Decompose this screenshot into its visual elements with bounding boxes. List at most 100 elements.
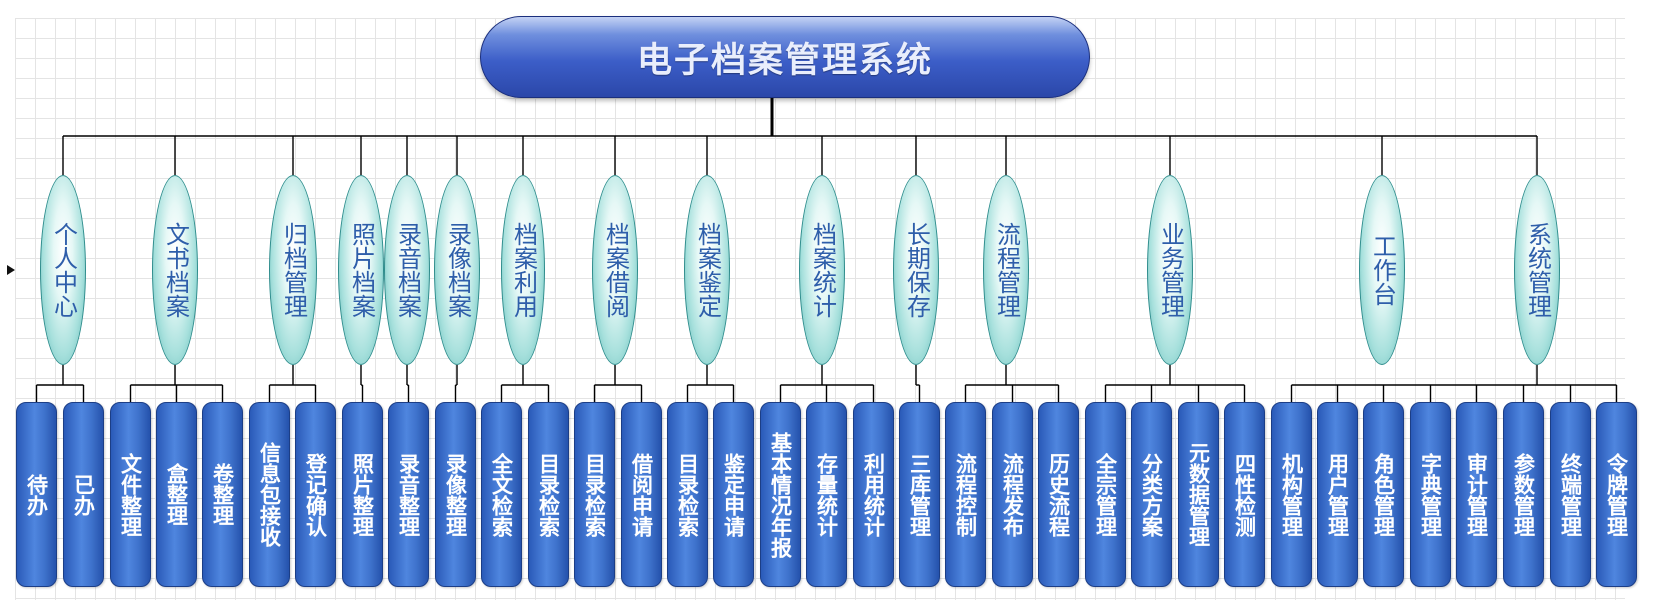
leaf-node: 令牌管理 bbox=[1596, 402, 1637, 587]
leaf-label: 卷整理 bbox=[210, 463, 235, 526]
leaf-label: 历史流程 bbox=[1046, 452, 1071, 537]
category-label: 档案统计 bbox=[808, 222, 837, 318]
category-label: 照片档案 bbox=[347, 222, 376, 318]
category-label: 录音档案 bbox=[393, 222, 422, 318]
leaf-label: 目录检索 bbox=[582, 452, 607, 537]
leaf-label: 角色管理 bbox=[1371, 452, 1396, 537]
leaf-node: 盒整理 bbox=[156, 402, 197, 587]
leaf-label: 审计管理 bbox=[1464, 452, 1489, 537]
leaf-node: 元数据管理 bbox=[1178, 402, 1219, 587]
leaf-label: 全宗管理 bbox=[1093, 452, 1118, 537]
category-label: 文书档案 bbox=[161, 222, 190, 318]
leaf-label: 已办 bbox=[71, 473, 96, 516]
leaf-node: 全宗管理 bbox=[1085, 402, 1126, 587]
leaf-label: 利用统计 bbox=[861, 452, 886, 537]
leaf-node: 机构管理 bbox=[1271, 402, 1312, 587]
category-node: 流程管理 bbox=[983, 175, 1029, 365]
left-arrow-marker bbox=[7, 265, 15, 275]
category-label: 档案鉴定 bbox=[693, 222, 722, 318]
category-node: 录音档案 bbox=[384, 175, 430, 365]
leaf-label: 全文检索 bbox=[489, 452, 514, 537]
leaf-node: 录像整理 bbox=[435, 402, 476, 587]
leaf-label: 四性检测 bbox=[1232, 452, 1257, 537]
leaf-label: 令牌管理 bbox=[1604, 452, 1629, 537]
leaf-node: 鉴定申请 bbox=[713, 402, 754, 587]
leaf-node: 字典管理 bbox=[1410, 402, 1451, 587]
leaf-label: 文件整理 bbox=[118, 452, 143, 537]
leaf-label: 录音整理 bbox=[396, 452, 421, 537]
leaf-node: 历史流程 bbox=[1038, 402, 1079, 587]
leaf-label: 登记确认 bbox=[303, 452, 328, 537]
leaf-node: 终端管理 bbox=[1550, 402, 1591, 587]
category-label: 工作台 bbox=[1368, 234, 1397, 306]
category-node: 照片档案 bbox=[338, 175, 384, 365]
category-label: 流程管理 bbox=[992, 222, 1021, 318]
leaf-label: 流程控制 bbox=[953, 452, 978, 537]
leaf-node: 目录检索 bbox=[528, 402, 569, 587]
leaf-node: 卷整理 bbox=[202, 402, 243, 587]
leaf-node: 分类方案 bbox=[1131, 402, 1172, 587]
leaf-node: 三库管理 bbox=[899, 402, 940, 587]
category-node: 档案借阅 bbox=[592, 175, 638, 365]
category-node: 个人中心 bbox=[40, 175, 86, 365]
leaf-label: 待办 bbox=[24, 473, 49, 516]
leaf-label: 基本情况年报 bbox=[768, 431, 793, 558]
category-label: 个人中心 bbox=[49, 222, 78, 318]
category-label: 档案借阅 bbox=[601, 222, 630, 318]
category-label: 系统管理 bbox=[1523, 222, 1552, 318]
leaf-node: 四性检测 bbox=[1224, 402, 1265, 587]
leaf-node: 录音整理 bbox=[388, 402, 429, 587]
category-label: 业务管理 bbox=[1156, 222, 1185, 318]
leaf-label: 录像整理 bbox=[443, 452, 468, 537]
leaf-label: 目录检索 bbox=[675, 452, 700, 537]
leaf-node: 照片整理 bbox=[342, 402, 383, 587]
category-node: 工作台 bbox=[1359, 175, 1405, 365]
category-node: 业务管理 bbox=[1147, 175, 1193, 365]
leaf-node: 用户管理 bbox=[1317, 402, 1358, 587]
leaf-label: 元数据管理 bbox=[1186, 442, 1211, 547]
leaf-node: 目录检索 bbox=[667, 402, 708, 587]
leaf-label: 字典管理 bbox=[1418, 452, 1443, 537]
category-node: 文书档案 bbox=[152, 175, 198, 365]
leaf-node: 全文检索 bbox=[481, 402, 522, 587]
leaf-label: 机构管理 bbox=[1279, 452, 1304, 537]
leaf-label: 流程发布 bbox=[1000, 452, 1025, 537]
leaf-node: 借阅申请 bbox=[621, 402, 662, 587]
leaf-label: 终端管理 bbox=[1558, 452, 1583, 537]
leaf-label: 信息包接收 bbox=[257, 442, 282, 547]
leaf-node: 利用统计 bbox=[853, 402, 894, 587]
category-node: 档案利用 bbox=[501, 175, 545, 365]
category-node: 系统管理 bbox=[1514, 175, 1560, 365]
leaf-node: 参数管理 bbox=[1503, 402, 1544, 587]
leaf-label: 盒整理 bbox=[164, 463, 189, 526]
leaf-label: 鉴定申请 bbox=[721, 452, 746, 537]
leaf-node: 目录检索 bbox=[574, 402, 615, 587]
leaf-node: 文件整理 bbox=[110, 402, 151, 587]
category-node: 长期保存 bbox=[893, 175, 939, 365]
leaf-label: 目录检索 bbox=[536, 452, 561, 537]
leaf-label: 参数管理 bbox=[1511, 452, 1536, 537]
leaf-node: 审计管理 bbox=[1456, 402, 1497, 587]
leaf-node: 流程发布 bbox=[992, 402, 1033, 587]
leaf-node: 信息包接收 bbox=[249, 402, 290, 587]
leaf-label: 借阅申请 bbox=[629, 452, 654, 537]
leaf-node: 流程控制 bbox=[945, 402, 986, 587]
category-label: 长期保存 bbox=[902, 222, 931, 318]
category-node: 录像档案 bbox=[434, 175, 480, 365]
leaf-label: 分类方案 bbox=[1139, 452, 1164, 537]
leaf-node: 登记确认 bbox=[295, 402, 336, 587]
root-node: 电子档案管理系统 bbox=[480, 16, 1090, 98]
category-node: 档案统计 bbox=[799, 175, 845, 365]
leaf-node: 基本情况年报 bbox=[760, 402, 801, 587]
leaf-label: 照片整理 bbox=[350, 452, 375, 537]
root-title: 电子档案管理系统 bbox=[636, 40, 933, 81]
leaf-label: 存量统计 bbox=[814, 452, 839, 537]
category-label: 档案利用 bbox=[509, 222, 538, 318]
leaf-node: 已办 bbox=[63, 402, 104, 587]
category-label: 录像档案 bbox=[443, 222, 472, 318]
leaf-node: 角色管理 bbox=[1363, 402, 1404, 587]
leaf-node: 待办 bbox=[16, 402, 57, 587]
leaf-label: 用户管理 bbox=[1325, 452, 1350, 537]
